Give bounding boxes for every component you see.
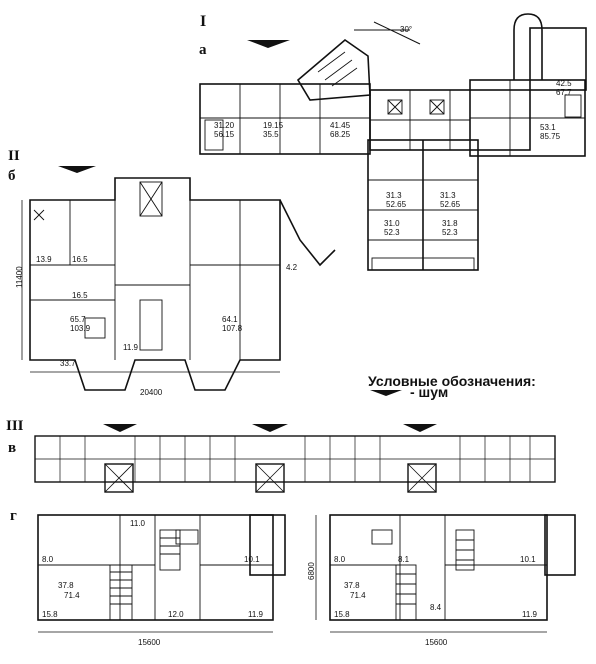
noise-arrow-legend: [370, 390, 402, 396]
area-label: 71.4: [350, 591, 366, 600]
area-label: 71.4: [64, 591, 80, 600]
section-III-roman: III: [6, 418, 24, 434]
legend-item: - шум: [410, 384, 448, 400]
area-label: 13.9: [36, 255, 52, 264]
area-label: 8.0: [334, 555, 346, 564]
section-I-letter: а: [199, 42, 207, 58]
noise-arrow-II: [58, 166, 96, 173]
legend-title: Условные обозначения:: [368, 373, 536, 389]
height-dimension: 6800: [307, 562, 316, 580]
area-label: 8.0: [42, 555, 54, 564]
area-label: 10.1: [520, 555, 536, 564]
section-I-roman: I: [200, 13, 206, 30]
area-label: 16.5: [72, 255, 88, 264]
area-label: 15.8: [42, 610, 58, 619]
plan-I: 30°: [199, 13, 587, 271]
areas-g-right: 6800 8.0 8.1 10.1 37.8 71.4 15.8 8.4 11.…: [307, 555, 538, 647]
width-dimension: 15600: [138, 638, 161, 647]
area-label: 37.8: [58, 581, 74, 590]
area-label: 15.8: [334, 610, 350, 619]
area-label: 8.1: [398, 555, 410, 564]
area-label: 37.8: [344, 581, 360, 590]
plan-g-left: [37, 514, 286, 633]
section-III-letter: в: [8, 440, 16, 456]
height-dimension: 11400: [15, 266, 24, 288]
legend: Условные обозначения: - шум: [368, 373, 536, 400]
area-label: 10.1: [244, 555, 260, 564]
width-dimension: 15600: [425, 638, 448, 647]
width-dimension: 20400: [140, 388, 163, 397]
plan-II: [21, 177, 336, 391]
area-label: 11.9: [248, 610, 264, 619]
angle-label: 30°: [400, 25, 412, 34]
section-g-letter: г: [10, 508, 17, 524]
noise-arrow-I: [247, 40, 290, 48]
area-label: 33.7: [60, 359, 76, 368]
section-II-roman: II: [8, 148, 20, 164]
section-II-letter: б: [8, 168, 16, 184]
area-label: 16.5: [72, 291, 88, 300]
area-label: 12.0: [168, 610, 184, 619]
plan-III: [34, 424, 556, 493]
plan-g-right: [315, 514, 576, 633]
area-label: 11.0: [130, 519, 146, 528]
area-label: 4.2: [286, 263, 298, 272]
area-label: 11.9: [522, 610, 538, 619]
areas-g-left: 11.0 8.0 10.1 37.8 71.4 15.8 12.0 11.9 1…: [42, 519, 264, 647]
area-label: 11.9: [123, 343, 139, 352]
area-label: 8.4: [430, 603, 442, 612]
